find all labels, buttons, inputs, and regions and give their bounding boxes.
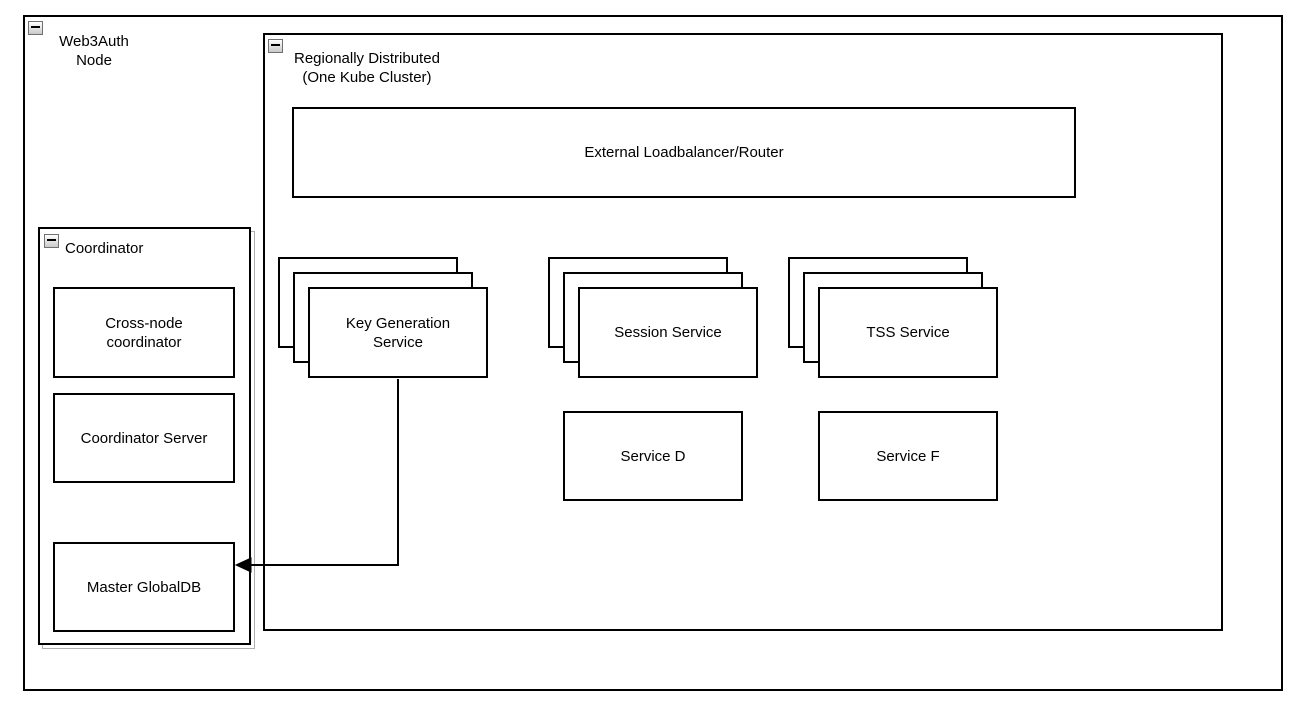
stack-session-service[interactable]: Session Service xyxy=(548,257,758,378)
node-service-f[interactable]: Service F xyxy=(818,411,998,501)
collapse-minus-icon[interactable] xyxy=(44,234,59,248)
collapse-minus-icon[interactable] xyxy=(28,21,43,35)
node-session-service[interactable]: Session Service xyxy=(578,287,758,378)
collapse-minus-icon[interactable] xyxy=(268,39,283,53)
stack-tss-service[interactable]: TSS Service xyxy=(788,257,998,378)
cross-node-coordinator-label: Cross-node coordinator xyxy=(105,314,183,351)
minus-glyph xyxy=(31,25,40,28)
node-external-loadbalancer[interactable]: External Loadbalancer/Router xyxy=(292,107,1076,198)
node-coordinator-server[interactable]: Coordinator Server xyxy=(53,393,235,483)
tss-service-label: TSS Service xyxy=(866,324,950,341)
session-service-label: Session Service xyxy=(614,324,722,341)
web3auth-node-label: Web3Auth Node xyxy=(59,33,129,69)
node-tss-service[interactable]: TSS Service xyxy=(818,287,998,378)
stack-key-generation-service[interactable]: Key Generation Service xyxy=(278,257,488,378)
node-service-d[interactable]: Service D xyxy=(563,411,743,501)
node-key-generation-service[interactable]: Key Generation Service xyxy=(308,287,488,378)
region-label: Regionally Distributed (One Kube Cluster… xyxy=(294,50,440,86)
external-loadbalancer-label: External Loadbalancer/Router xyxy=(584,144,784,161)
coordinator-server-label: Coordinator Server xyxy=(80,429,208,447)
node-master-globaldb[interactable]: Master GlobalDB xyxy=(53,542,235,632)
node-cross-node-coordinator[interactable]: Cross-node coordinator xyxy=(53,287,235,378)
master-globaldb-label: Master GlobalDB xyxy=(86,578,202,596)
key-generation-service-label: Key Generation Service xyxy=(345,314,451,351)
coordinator-label: Coordinator xyxy=(65,240,144,257)
minus-glyph xyxy=(47,238,56,241)
service-f-label: Service F xyxy=(876,447,940,465)
service-d-label: Service D xyxy=(620,447,686,465)
minus-glyph xyxy=(271,43,280,46)
